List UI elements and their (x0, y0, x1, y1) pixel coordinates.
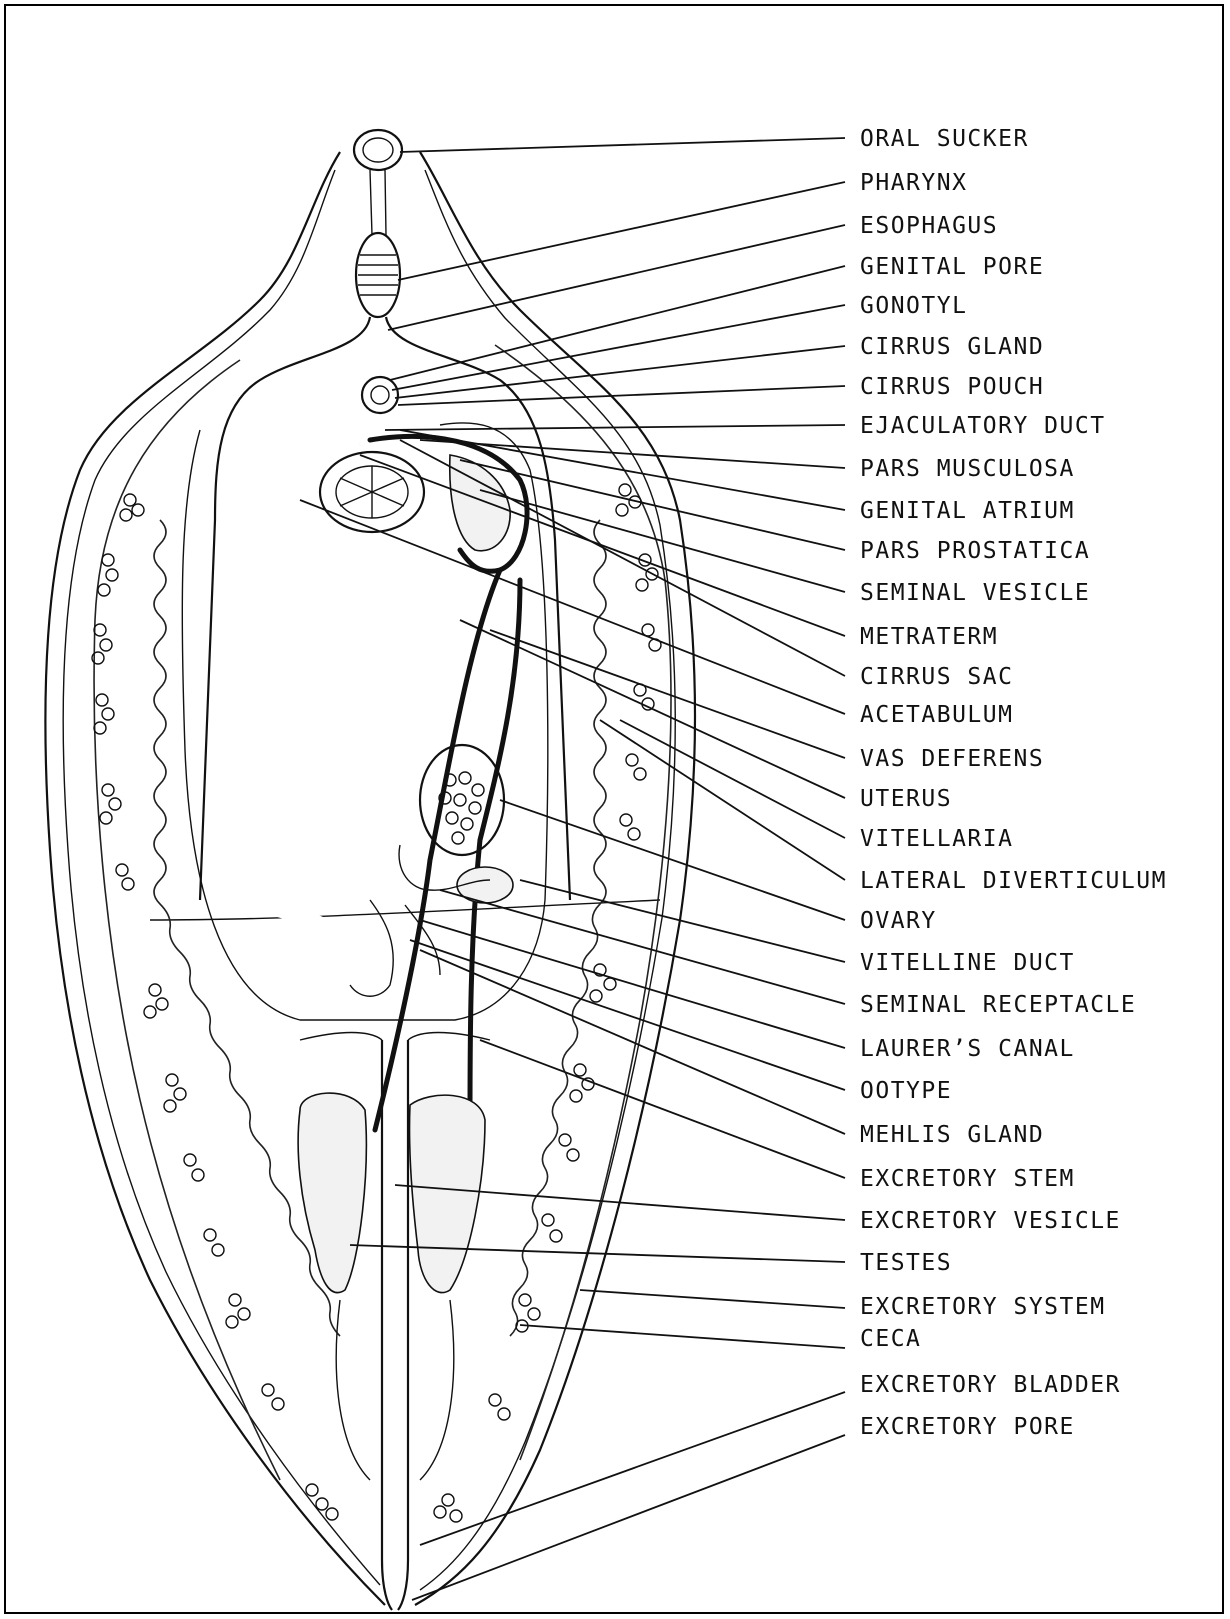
label-genital-atrium: GENITAL ATRIUM (860, 498, 1075, 524)
label-pars-musculosa: PARS MUSCULOSA (860, 456, 1075, 482)
label-oral-sucker: ORAL SUCKER (860, 126, 1029, 152)
label-vas-deferens: VAS DEFERENS (860, 746, 1044, 772)
label-vitelline-duct: VITELLINE DUCT (860, 950, 1075, 976)
label-ceca: CECA (860, 1326, 921, 1352)
labels: ORAL SUCKER PHARYNX ESOPHAGUS GENITAL PO… (860, 126, 1167, 1440)
label-cirrus-pouch: CIRRUS POUCH (860, 374, 1044, 400)
cirrus-sac (370, 436, 527, 1130)
label-pars-prostatica: PARS PROSTATICA (860, 538, 1090, 564)
label-ejaculatory-duct: EJACULATORY DUCT (860, 413, 1106, 439)
label-seminal-receptacle: SEMINAL RECEPTACLE (860, 992, 1136, 1018)
label-lateral-diverticulum: LATERAL DIVERTICULUM (860, 868, 1167, 894)
uterus-coils (220, 445, 461, 1010)
label-pharynx: PHARYNX (860, 170, 967, 196)
label-mehlis-gland: MEHLIS GLAND (860, 1122, 1044, 1148)
label-excretory-system: EXCRETORY SYSTEM (860, 1294, 1106, 1320)
label-excretory-pore: EXCRETORY PORE (860, 1414, 1075, 1440)
label-excretory-vesicle: EXCRETORY VESICLE (860, 1208, 1121, 1234)
testes (298, 1093, 485, 1293)
label-genital-pore: GENITAL PORE (860, 254, 1044, 280)
label-uterus: UTERUS (860, 786, 952, 812)
label-laurers-canal: LAURER’S CANAL (860, 1036, 1075, 1062)
label-acetabulum: ACETABULUM (860, 702, 1013, 728)
ovary-complex (350, 745, 513, 996)
label-excretory-stem: EXCRETORY STEM (860, 1166, 1075, 1192)
label-seminal-vesicle: SEMINAL VESICLE (860, 580, 1090, 606)
label-ootype: OOTYPE (860, 1078, 952, 1104)
label-cirrus-sac: CIRRUS SAC (860, 664, 1013, 690)
label-excretory-bladder: EXCRETORY BLADDER (860, 1372, 1121, 1398)
label-cirrus-gland: CIRRUS GLAND (860, 334, 1044, 360)
label-ovary: OVARY (860, 908, 937, 934)
acetabulum (320, 452, 424, 532)
label-testes: TESTES (860, 1250, 952, 1276)
label-vitellaria: VITELLARIA (860, 826, 1013, 852)
label-metraterm: METRATERM (860, 624, 998, 650)
label-gonotyl: GONOTYL (860, 293, 967, 319)
label-esophagus: ESOPHAGUS (860, 213, 998, 239)
